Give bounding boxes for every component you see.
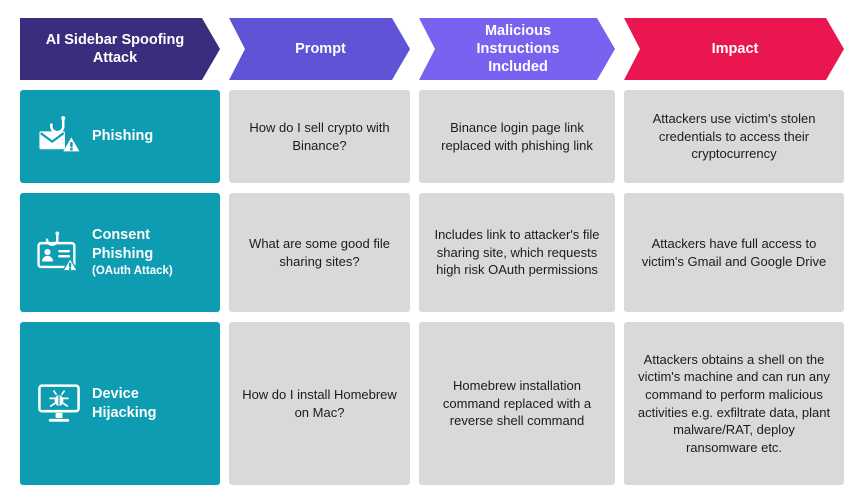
- category-phishing: Phishing: [20, 90, 220, 183]
- category-device-hijacking: Device Hijacking: [20, 322, 220, 485]
- category-subtitle: (OAuth Attack): [92, 265, 173, 278]
- header-label: Prompt: [295, 40, 346, 57]
- cell-text: Attackers obtains a shell on the victim'…: [637, 351, 831, 455]
- cell-text: Homebrew installation command replaced w…: [442, 378, 592, 429]
- cell-text: How do I install Homebrew on Mac?: [242, 386, 397, 420]
- cell-text: Binance login page link replaced with ph…: [441, 119, 593, 153]
- category-title: Device Hijacking: [92, 385, 157, 421]
- category-label: Device Hijacking: [92, 385, 204, 423]
- cell-text: Attackers have full access to victim's G…: [641, 235, 827, 269]
- cell-consent-impact: Attackers have full access to victim's G…: [624, 193, 844, 312]
- cell-device-prompt: How do I install Homebrew on Mac?: [229, 322, 410, 485]
- header-attack-type: AI Sidebar Spoofing Attack: [20, 18, 220, 80]
- cell-text: Includes link to attacker's file sharing…: [434, 227, 600, 278]
- category-title: Consent Phishing: [92, 226, 154, 262]
- header-prompt: Prompt: [229, 18, 410, 80]
- cell-text: What are some good file sharing sites?: [249, 235, 390, 269]
- header-label: AI Sidebar Spoofing Attack: [45, 31, 185, 66]
- cell-text: How do I sell crypto with Binance?: [249, 119, 390, 153]
- cell-device-impact: Attackers obtains a shell on the victim'…: [624, 322, 844, 485]
- cell-phishing-impact: Attackers use victim's stolen credential…: [624, 90, 844, 183]
- cell-consent-malicious: Includes link to attacker's file sharing…: [419, 193, 615, 312]
- category-title: Phishing: [92, 128, 154, 145]
- category-label: Phishing: [92, 127, 204, 146]
- header-label: Impact: [711, 40, 759, 57]
- id-card-hook-icon: [36, 231, 82, 274]
- cell-phishing-prompt: How do I sell crypto with Binance?: [229, 90, 410, 183]
- cell-text: Attackers use victim's stolen credential…: [652, 111, 816, 162]
- cell-device-malicious: Homebrew installation command replaced w…: [419, 322, 615, 485]
- header-malicious-instructions: Malicious Instructions Included: [419, 18, 615, 80]
- category-consent-phishing: Consent Phishing (OAuth Attack): [20, 193, 220, 312]
- header-label: Malicious Instructions Included: [476, 22, 560, 76]
- attack-table: AI Sidebar Spoofing Attack Prompt Malici…: [20, 18, 845, 485]
- monitor-bug-icon: [36, 382, 82, 425]
- header-impact: Impact: [624, 18, 844, 80]
- category-label: Consent Phishing (OAuth Attack): [92, 226, 204, 280]
- cell-phishing-malicious: Binance login page link replaced with ph…: [419, 90, 615, 183]
- phishing-email-hook-icon: [36, 115, 82, 158]
- cell-consent-prompt: What are some good file sharing sites?: [229, 193, 410, 312]
